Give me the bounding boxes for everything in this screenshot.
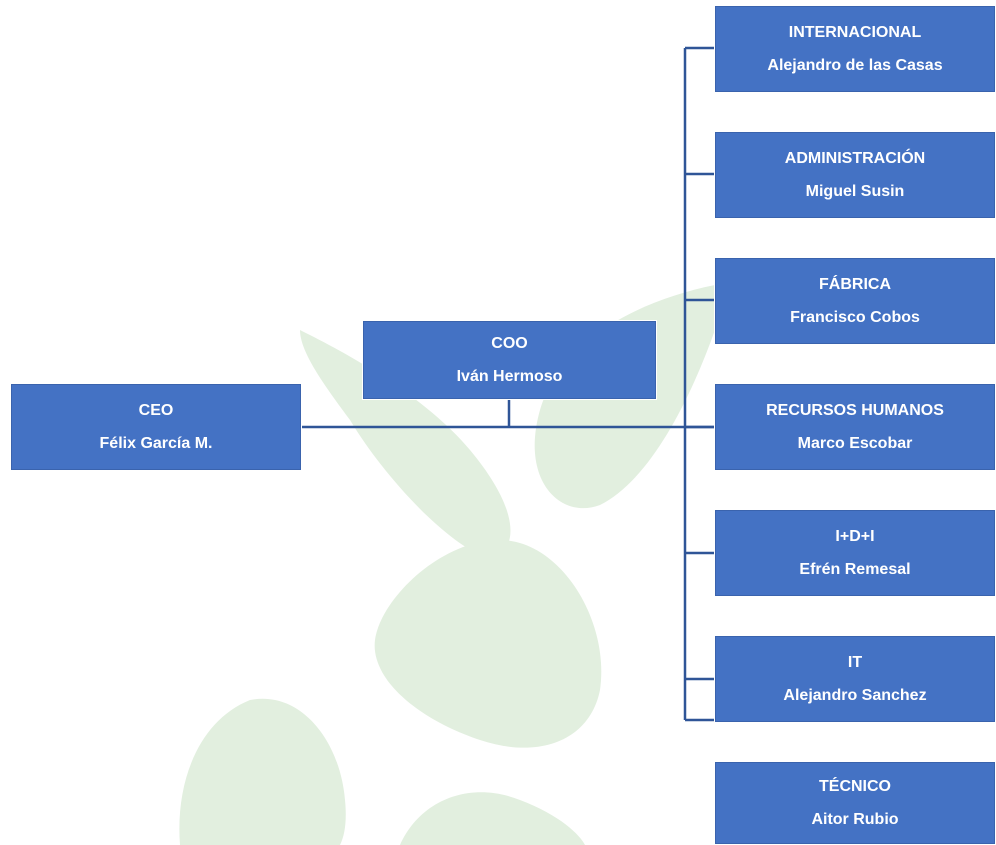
- ceo-name: Félix García M.: [99, 434, 213, 452]
- dept-box-internacional: INTERNACIONAL Alejandro de las Casas: [714, 5, 996, 93]
- ceo-role: CEO: [138, 402, 174, 420]
- dept-box-fabrica: FÁBRICA Francisco Cobos: [714, 257, 996, 345]
- coo-name: Iván Hermoso: [456, 367, 563, 385]
- dept-role: INTERNACIONAL: [788, 24, 922, 42]
- dept-role: FÁBRICA: [819, 276, 891, 294]
- dept-head: Alejandro Sanchez: [783, 686, 927, 704]
- dept-head: Miguel Susin: [805, 182, 905, 200]
- ceo-box: CEO Félix García M.: [10, 383, 302, 471]
- dept-head: Aitor Rubio: [811, 810, 899, 828]
- dept-head: Efrén Remesal: [799, 560, 911, 578]
- dept-role: RECURSOS HUMANOS: [766, 402, 944, 420]
- coo-box: COO Iván Hermoso: [362, 320, 657, 400]
- dept-role: TÉCNICO: [819, 778, 891, 796]
- dept-head: Marco Escobar: [797, 434, 913, 452]
- dept-role: ADMINISTRACIÓN: [784, 150, 926, 168]
- dept-role: I+D+I: [835, 528, 875, 546]
- dept-box-idi: I+D+I Efrén Remesal: [714, 509, 996, 597]
- dept-box-tecnico: TÉCNICO Aitor Rubio: [714, 761, 996, 845]
- dept-box-recursos-humanos: RECURSOS HUMANOS Marco Escobar: [714, 383, 996, 471]
- coo-role: COO: [491, 335, 528, 353]
- dept-box-administracion: ADMINISTRACIÓN Miguel Susin: [714, 131, 996, 219]
- dept-box-it: IT Alejandro Sanchez: [714, 635, 996, 723]
- dept-role: IT: [847, 654, 863, 672]
- dept-head: Francisco Cobos: [790, 308, 920, 326]
- dept-head: Alejandro de las Casas: [767, 56, 943, 74]
